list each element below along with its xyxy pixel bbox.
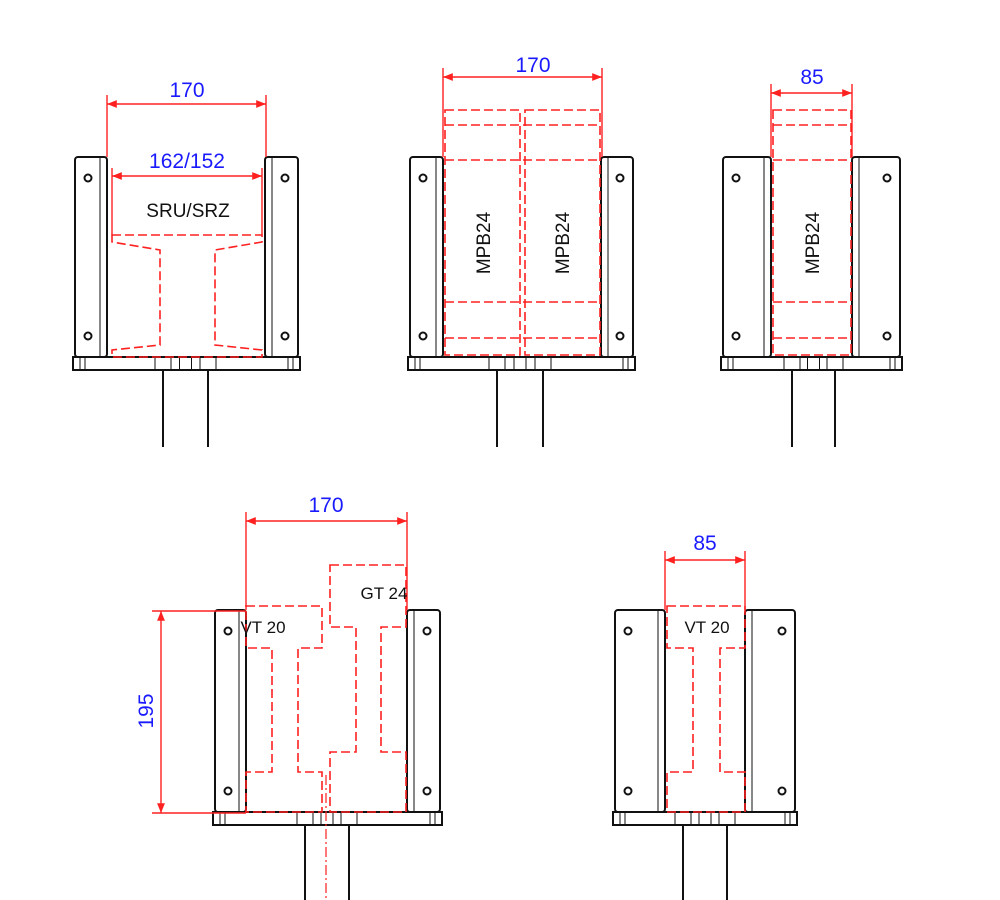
base-plate: [72, 356, 301, 371]
profile-label: VT 20: [684, 618, 729, 637]
bolt-hole-icon: [422, 786, 432, 796]
dimension-label: 195: [135, 693, 158, 728]
bolt-hole-icon: [882, 173, 892, 183]
bolt-hole-icon: [777, 786, 787, 796]
unit-vt20-single: 85 VT 20: [612, 532, 798, 900]
base-plate: [212, 811, 443, 826]
vt20-profile: [666, 605, 746, 813]
bolt-hole-icon: [223, 626, 233, 636]
bolt-hole-icon: [623, 626, 633, 636]
base-plate: [720, 356, 903, 371]
bolt-hole-icon: [615, 173, 625, 183]
bolt-hole-icon: [731, 331, 741, 341]
dimension-label: 170: [515, 54, 550, 77]
profile-label: MPB24: [553, 211, 574, 274]
bolt-hole-icon: [882, 331, 892, 341]
unit-sru-srz: 170 162/152 SRU/SRZ: [72, 79, 301, 447]
bolt-hole-icon: [777, 626, 787, 636]
dimension-label: 170: [169, 79, 204, 102]
profile-detail: [445, 124, 600, 339]
dimension-label: 162/152: [149, 150, 225, 173]
right-side-plate: [600, 156, 634, 358]
left-side-plate: [214, 609, 247, 813]
bolt-hole-icon: [418, 331, 428, 341]
right-side-plate: [264, 156, 299, 358]
bolt-hole-icon: [615, 331, 625, 341]
mpb24-profile: [772, 109, 852, 356]
base-plate: [612, 811, 798, 826]
bolt-hole-icon: [223, 786, 233, 796]
bolt-hole-icon: [83, 173, 93, 183]
profile-label: SRU/SRZ: [146, 201, 230, 222]
sru-rail-profile: [111, 234, 263, 358]
right-side-plate: [406, 609, 441, 813]
bolt-hole-icon: [280, 331, 290, 341]
dimension-label: 170: [308, 494, 343, 517]
bolt-hole-icon: [280, 173, 290, 183]
bolt-hole-icon: [422, 626, 432, 636]
bolt-hole-icon: [83, 331, 93, 341]
bolt-hole-icon: [418, 173, 428, 183]
dimension-label: 85: [800, 66, 823, 89]
unit-mpb24-double: 170 MPB24 MPB24: [407, 54, 636, 447]
base-plate: [407, 356, 636, 371]
bolt-hole-icon: [731, 173, 741, 183]
left-side-plate: [409, 156, 444, 358]
left-side-plate: [74, 156, 108, 358]
profile-label: MPB24: [474, 211, 495, 274]
profile-label: MPB24: [803, 211, 824, 274]
bolt-hole-icon: [623, 786, 633, 796]
vt20-profile: [245, 605, 323, 813]
mpb24-profile: [524, 109, 601, 356]
mpb24-profile: [444, 109, 521, 356]
profile-detail: [773, 124, 851, 339]
unit-mpb24-single: 85 MPB24: [720, 66, 903, 447]
dimension-label: 85: [693, 532, 716, 555]
profile-label: VT 20: [240, 618, 285, 637]
unit-vt20-gt24: 170 195 VT 20 GT 24: [135, 494, 443, 900]
gt24-profile: [329, 564, 407, 813]
profile-label: GT 24: [361, 584, 408, 603]
